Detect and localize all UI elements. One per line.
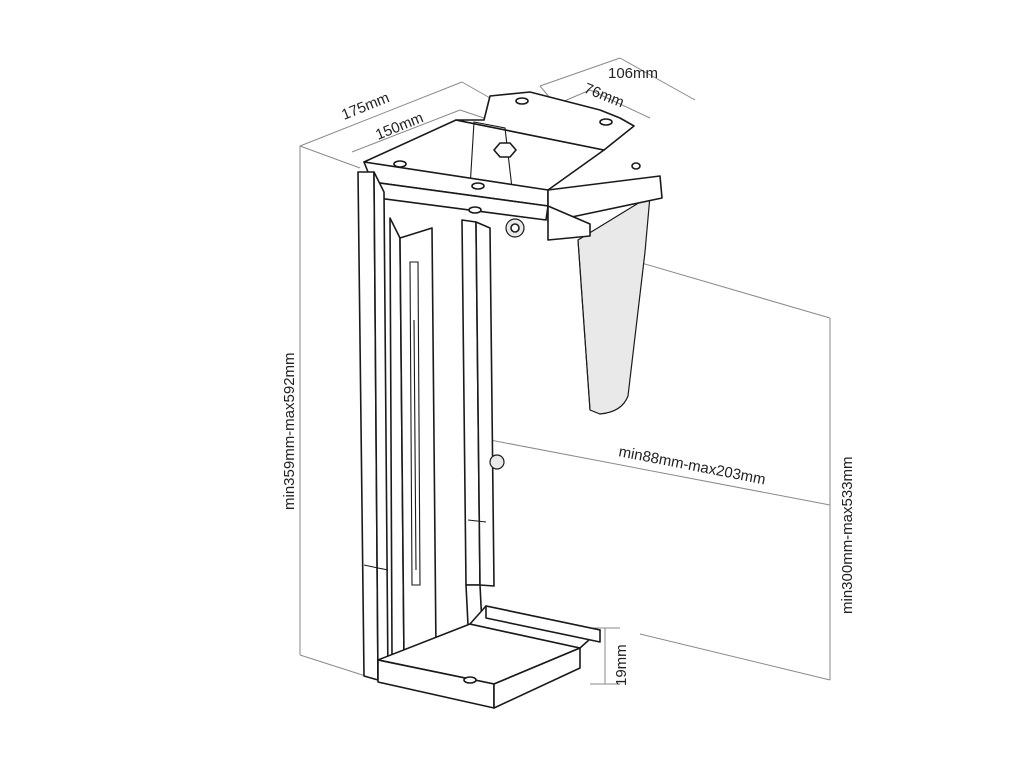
left-inner-slide bbox=[389, 217, 437, 661]
left-column bbox=[357, 171, 389, 681]
label-width-range: min88mm-max203mm bbox=[617, 443, 767, 488]
top-rail bbox=[363, 160, 663, 241]
side-knob-icon bbox=[489, 454, 505, 470]
holder-drawing bbox=[357, 91, 663, 709]
right-column bbox=[461, 219, 505, 626]
label-top-outer-width: 106mm bbox=[608, 65, 658, 82]
bottom-tray bbox=[377, 605, 601, 709]
label-drop-range: min300mm-max533mm bbox=[839, 456, 856, 614]
rear-side-panel bbox=[577, 194, 651, 415]
bolt-icon bbox=[493, 142, 517, 158]
dimension-lines bbox=[299, 57, 831, 685]
label-bottom-lip: 19mm bbox=[613, 644, 630, 686]
label-depth-outer: 175mm bbox=[339, 89, 392, 124]
label-height-range: min359mm-max592mm bbox=[281, 352, 298, 510]
